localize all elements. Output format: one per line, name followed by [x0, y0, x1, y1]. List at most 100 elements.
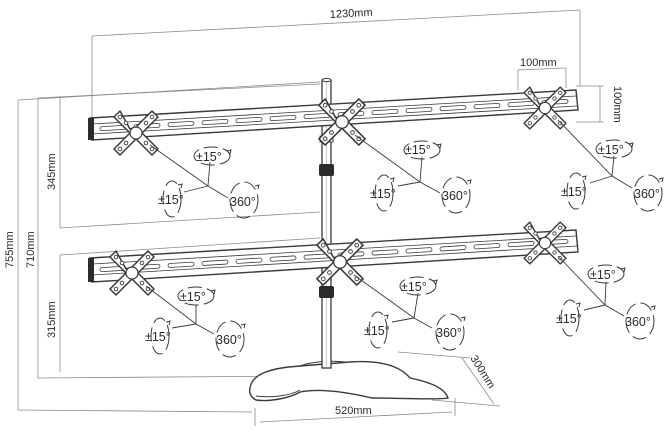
- crossbar-slot: [167, 261, 195, 268]
- rotation-guide-line: [183, 185, 209, 193]
- vesa-screw-hole: [527, 256, 532, 261]
- upper-gap-label: 345mm: [46, 153, 58, 190]
- rotation-arrow-icon: [435, 313, 466, 351]
- rotation-arrow-icon: [368, 311, 389, 349]
- vesa-screw-hole: [329, 130, 334, 135]
- vesa-screw-hole: [149, 114, 155, 120]
- vesa-plate: [523, 86, 567, 130]
- vesa-screw-hole: [113, 254, 119, 260]
- vesa-screw-hole: [322, 136, 328, 142]
- rotation-indicators: [150, 139, 664, 358]
- vesa-plate-hub: [538, 236, 552, 250]
- vesa-screw-hole: [123, 120, 129, 126]
- tilt-label: ±15°: [405, 143, 431, 157]
- vesa-screw-hole: [533, 250, 538, 255]
- vesa-screw-hole: [119, 280, 125, 286]
- vesa-screw-hole: [123, 140, 129, 146]
- swivel-label: ±15°: [158, 193, 184, 207]
- vesa-screw-hole: [356, 102, 362, 108]
- vesa-screw-hole: [145, 254, 151, 260]
- tilt-label: ±15°: [196, 150, 222, 164]
- overall-width-label: 1230mm: [330, 7, 373, 21]
- vesa-screw-hole: [327, 249, 332, 254]
- vesa-plate: [109, 250, 155, 296]
- vesa-plate-hub: [538, 101, 552, 115]
- vesa-screw-hole: [139, 260, 145, 266]
- rotation-arrow-icon: [374, 174, 395, 212]
- rotation-arrow-icon: [441, 176, 472, 214]
- vesa-screw-hole: [552, 250, 557, 255]
- vesa-screw-hole: [348, 249, 353, 254]
- vesa-screw-hole: [143, 140, 149, 146]
- rotation-arrow-icon: [193, 146, 232, 166]
- crossbar-slot: [201, 118, 229, 126]
- crossbar-slot: [371, 249, 399, 256]
- rotation-labels: ±15° ±15° 360° ±15° ±15° 360° ±15° ±15° …: [145, 143, 660, 347]
- crossbar-slot: [201, 259, 229, 266]
- lower-gap-label: 315mm: [46, 301, 58, 338]
- rotation-guide-line: [604, 281, 607, 306]
- vesa-screw-hole: [320, 242, 326, 248]
- vesa-screw-hole: [320, 276, 326, 282]
- vesa-height-label: 100mm: [611, 86, 623, 123]
- swivel-label: ±15°: [364, 324, 390, 338]
- rotation-arrow-icon: [162, 180, 183, 218]
- crossbar-slot: [473, 243, 501, 250]
- rotation-arrow-icon: [229, 181, 260, 219]
- vesa-screw-hole: [350, 130, 355, 135]
- vesa-plate-hub: [333, 255, 347, 269]
- tilt-label: ±15°: [401, 280, 427, 294]
- total-height-label: 755mm: [4, 231, 16, 268]
- crossbar-slot: [405, 247, 433, 254]
- vesa-screw-hole: [322, 102, 328, 108]
- rotation-guide-line: [171, 323, 197, 329]
- vesa-screw-hole: [527, 121, 532, 126]
- rotation-guide-line: [589, 175, 613, 184]
- crossbar-slot: [507, 241, 535, 248]
- vesa-plates: [109, 86, 567, 296]
- vesa-plate: [113, 110, 159, 156]
- tilt-label: ±15°: [590, 268, 616, 282]
- vesa-screw-hole: [558, 225, 563, 230]
- crossbar-slot: [439, 245, 467, 252]
- rotation-guide-line: [397, 181, 421, 187]
- vesa-screw-hole: [143, 120, 149, 126]
- rotation-arrow-icon: [566, 172, 587, 210]
- vesa-plate: [316, 238, 364, 286]
- dimension-lines: [17, 9, 604, 426]
- vesa-screw-hole: [350, 109, 355, 114]
- swivel-label: ±15°: [556, 312, 582, 326]
- crossbar-slot: [235, 116, 263, 124]
- vesa-screw-hole: [119, 260, 125, 266]
- vesa-screw-hole: [552, 96, 557, 101]
- crossbar-slot: [167, 120, 195, 128]
- rotation-arrow-icon: [177, 286, 216, 306]
- vesa-screw-hole: [533, 96, 538, 101]
- crossbar-slot: [371, 108, 399, 116]
- crossbar-slot: [405, 106, 433, 114]
- vesa-plate: [318, 98, 366, 146]
- rotation-arrow-icon: [633, 174, 664, 212]
- vesa-screw-hole: [533, 115, 538, 120]
- rotation-arrow-icon: [560, 299, 581, 337]
- swivel-label: ±15°: [145, 330, 171, 344]
- tilt-label: ±15°: [180, 290, 206, 304]
- rotation-arrow-icon: [595, 139, 634, 159]
- dimension-labels: 1230mm 100mm 100mm 345mm 315mm 710mm 755…: [4, 7, 623, 417]
- rotate-label: 360°: [625, 315, 651, 329]
- vesa-plate-hub: [335, 115, 349, 129]
- rotation-guide-line: [583, 304, 606, 311]
- rotation-guide-line: [557, 255, 625, 317]
- rotate-label: 360°: [230, 195, 256, 209]
- rotation-arrow-icon: [215, 320, 246, 358]
- vesa-screw-hole: [552, 231, 557, 236]
- vesa-screw-hole: [117, 114, 123, 120]
- vesa-screw-hole: [527, 90, 532, 95]
- rotation-arrow-icon: [625, 302, 656, 340]
- crossbar-slot: [439, 104, 467, 112]
- crossbar-slot: [473, 102, 501, 110]
- rotate-label: 360°: [216, 333, 242, 347]
- vesa-width-label: 100mm: [520, 57, 557, 69]
- vesa-screw-hole: [552, 115, 557, 120]
